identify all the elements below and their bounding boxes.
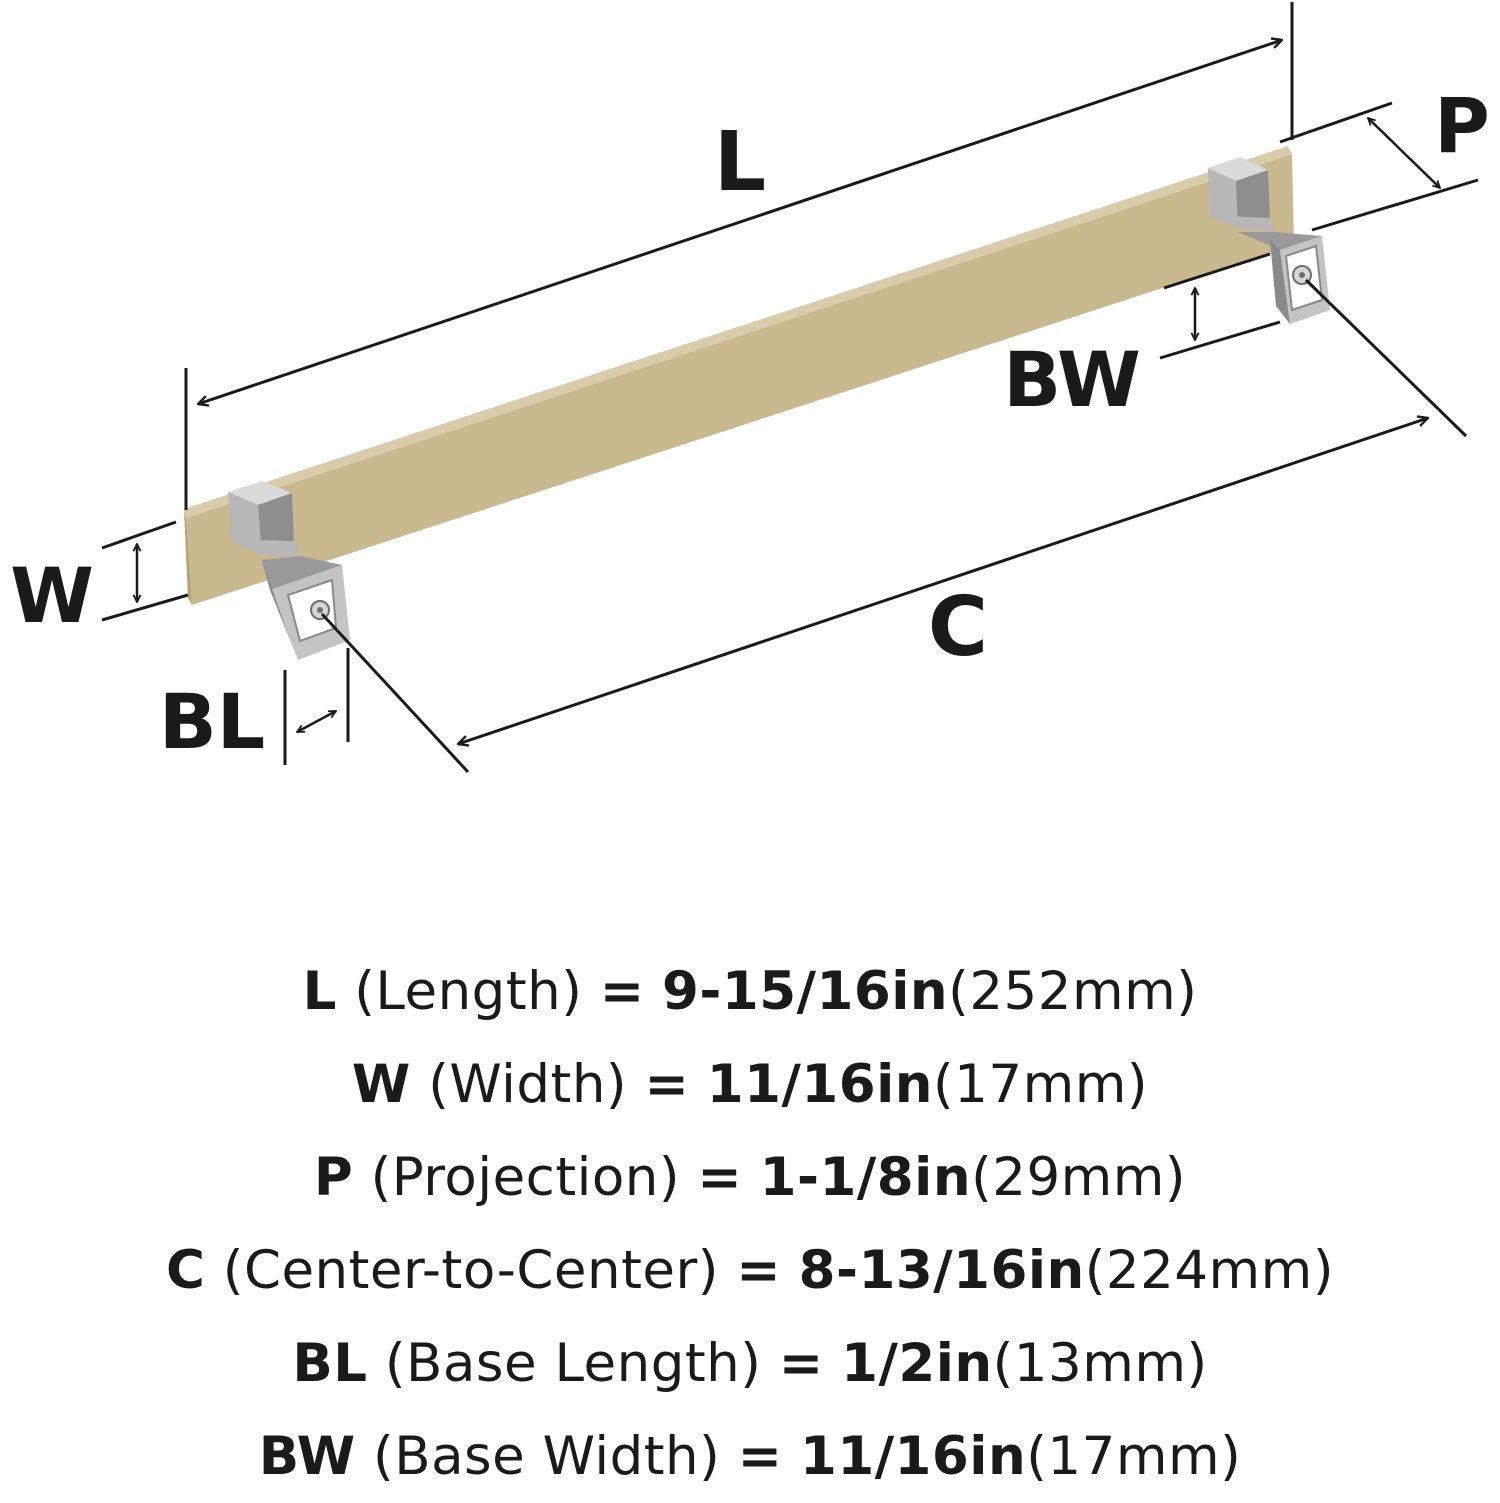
spec-value-metric: (224mm) [1084,1240,1334,1301]
spec-equals: = [697,1147,743,1208]
spec-value-imperial: 8-13/16in [798,1240,1085,1301]
spec-equals: = [737,1426,783,1487]
spec-row-base-width: BW (Base Width) = 11/16in(17mm) [0,1410,1500,1503]
width-extension-bottom [101,593,189,622]
dimension-lines [101,2,1479,774]
spec-value-metric: (17mm) [1026,1426,1242,1487]
spec-value-imperial: 9-15/16in [662,961,949,1022]
spec-row-base-length: BL (Base Length) = 1/2in(13mm) [0,1317,1500,1410]
spec-row-length: L (Length) = 9-15/16in(252mm) [0,945,1500,1038]
spec-description: (Base Width) [373,1426,721,1487]
specification-list: L (Length) = 9-15/16in(252mm) W (Width) … [0,945,1500,1503]
spec-description: (Center-to-Center) [222,1240,719,1301]
base-width-extension-bottom [1159,320,1281,360]
label-base-length: BL [159,677,265,766]
projection-dimension-arrow [1368,118,1440,188]
spec-value-imperial: 1/2in [841,1333,993,1394]
spec-value-metric: (17mm) [933,1054,1149,1115]
base-width-extension-top [1163,252,1271,290]
spec-key: L [302,961,337,1022]
projection-extension-bottom [1311,178,1479,232]
handle-bar-end [184,509,192,605]
label-projection: P [1434,81,1490,170]
spec-value-imperial: 11/16in [799,1426,1027,1487]
spec-value-imperial: 11/16in [706,1054,933,1115]
spec-description: (Projection) [370,1147,681,1208]
center-dimension-arrow [458,418,1428,744]
spec-equals: = [736,1240,782,1301]
spec-equals: = [778,1333,824,1394]
spec-value-metric: (252mm) [948,961,1198,1022]
spec-key: C [166,1240,206,1301]
spec-equals: = [644,1054,690,1115]
spec-value-metric: (29mm) [971,1147,1187,1208]
spec-row-width: W (Width) = 11/16in(17mm) [0,1038,1500,1131]
base-length-dimension-arrow [297,709,336,734]
spec-key: BL [292,1333,368,1394]
spec-row-center-to-center: C (Center-to-Center) = 8-13/16in(224mm) [0,1224,1500,1317]
projection-extension-top [1279,101,1393,144]
spec-description: (Length) [354,961,583,1022]
length-dimension-arrow [198,40,1282,404]
label-length: L [714,115,766,210]
spec-value-imperial: 1-1/8in [759,1147,972,1208]
label-width: W [10,551,94,640]
width-extension-top [101,520,177,550]
label-center: C [928,580,988,675]
left-post [228,481,350,660]
center-leader-left [320,612,470,774]
spec-equals: = [599,961,645,1022]
spec-value-metric: (13mm) [992,1333,1208,1394]
spec-description: (Base Length) [384,1333,762,1394]
center-leader-right [1304,278,1468,438]
spec-description: (Width) [428,1054,628,1115]
spec-key: W [351,1054,411,1115]
spec-key: P [313,1147,354,1208]
spec-row-projection: P (Projection) = 1-1/8in(29mm) [0,1131,1500,1224]
dimension-diagram: L W P C BL BW [10,2,1490,774]
spec-key: BW [258,1426,356,1487]
label-base-width: BW [1003,335,1141,424]
